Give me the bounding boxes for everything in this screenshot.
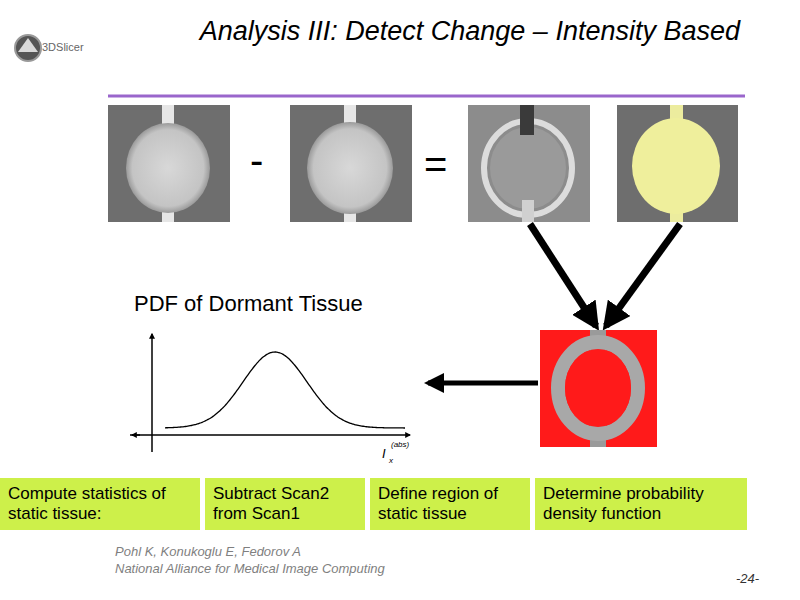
scan-ground: [617, 105, 738, 222]
scan-ground: [468, 105, 590, 222]
slide-title: Analysis III: Detect Change – Intensity …: [180, 8, 740, 54]
tumor: [307, 122, 393, 214]
step-box: Define region of static tissue: [370, 478, 530, 530]
x-axis: [130, 434, 410, 436]
tumor: [126, 123, 210, 213]
tumor: [490, 127, 566, 209]
logo-cube: [18, 38, 38, 52]
step-text: Compute statistics of static tissue:: [8, 484, 192, 524]
chart-title: PDF of Dormant Tissue: [134, 292, 363, 316]
pdf-chart: [130, 334, 410, 452]
scan-ground: [108, 105, 230, 222]
tumor-mask: [565, 349, 631, 427]
axis-superscript: (abs): [391, 441, 409, 450]
flow-arrow: [606, 224, 680, 326]
logo-globe: [15, 35, 41, 61]
step-text: Define region of static tissue: [378, 484, 522, 524]
scan-stalk: [522, 200, 534, 222]
step-text: Determine probability density function: [543, 484, 739, 524]
title-rule: [108, 95, 745, 98]
author-footer: Pohl K, Konukoglu E, Fedorov A: [115, 545, 301, 559]
scan-image: [290, 105, 412, 222]
logo-text: 3DSlicer: [42, 41, 84, 53]
step-text: Subtract Scan2 from Scan1: [213, 484, 357, 524]
difference-image: [468, 105, 590, 222]
static-ring: [558, 342, 638, 434]
flow-arrow: [428, 381, 538, 386]
region-ground: [540, 330, 657, 447]
segmented-image: [617, 105, 738, 222]
page-number: -24-: [736, 572, 759, 586]
scan-image: [108, 105, 230, 222]
pdf-curve: [165, 352, 405, 428]
slicer-logo: [15, 35, 41, 61]
scan-ground: [290, 105, 412, 222]
step-box: Compute statistics of static tissue:: [0, 478, 200, 530]
static-region-image: [540, 330, 657, 447]
tumor-label: [632, 118, 720, 214]
institution-footer: National Alliance for Medical Image Comp…: [115, 562, 385, 576]
minus-operator: -: [250, 138, 263, 182]
axis-subscript: x: [389, 457, 393, 466]
equals-operator: =: [424, 142, 447, 186]
step-box: Determine probability density function: [535, 478, 747, 530]
flow-arrow: [530, 224, 596, 326]
scan-stalk: [520, 105, 534, 135]
logo-ring: [15, 35, 41, 61]
axis-label: I: [382, 447, 386, 461]
step-box: Subtract Scan2 from Scan1: [205, 478, 365, 530]
x-axis: [132, 434, 140, 436]
